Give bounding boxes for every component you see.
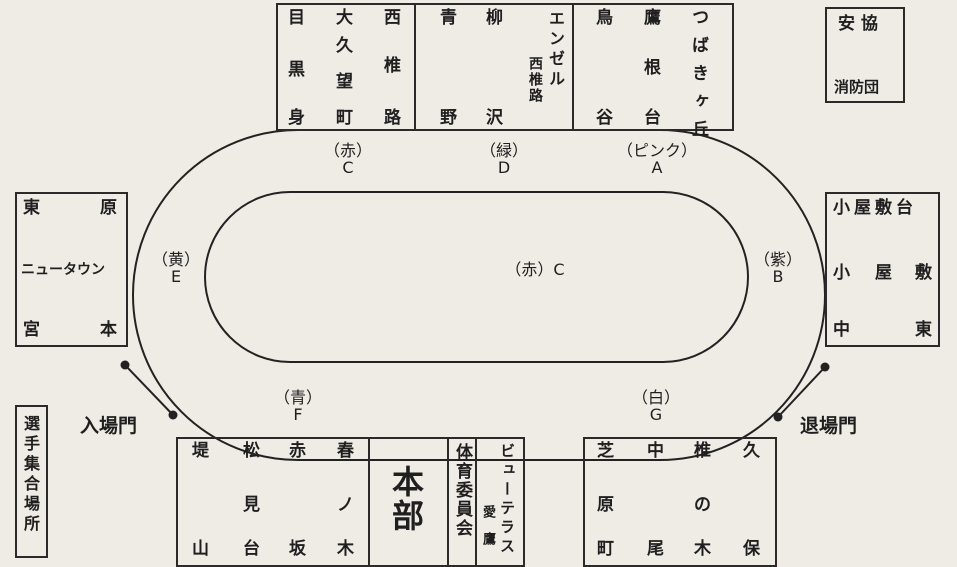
team-char: 身 (288, 108, 305, 128)
lane-label-g-bottom: （白） G (626, 388, 686, 424)
exit-gate-post-top (820, 362, 830, 372)
lane-letter: B (772, 266, 784, 286)
team-char: ノ (337, 495, 354, 515)
athlete-assembly-box (15, 405, 48, 558)
lane-color: （白） (631, 388, 680, 407)
entrance-gate-line (124, 364, 174, 416)
beauty-terrace-label: ビューテラス (498, 443, 516, 557)
team-char: 敷 (915, 263, 932, 283)
top-group-middle (414, 3, 574, 131)
headquarters-label: 本部 (387, 465, 425, 533)
team-char: 鷹 (644, 8, 661, 28)
right-team-block (825, 192, 940, 347)
team-char: 春 (337, 441, 354, 461)
team-char: 中 (833, 320, 850, 340)
safety-fire-box (825, 7, 905, 103)
team-char: 鳥 (596, 8, 613, 28)
lane-color: （黄） (151, 250, 200, 269)
lane-label-d-top: （緑） D (474, 141, 534, 177)
lane-letter: D (497, 157, 511, 177)
team-char: 本 (100, 320, 117, 340)
team-char: 野 (440, 108, 457, 128)
lane-color: （紫） (753, 250, 802, 269)
team-char: 木 (694, 539, 711, 559)
team-char: 柳 (486, 8, 503, 28)
team-char: 尾 (647, 539, 664, 559)
lane-color: （赤） (323, 141, 372, 160)
left-team-block (15, 192, 128, 347)
lane-label-b-right: （紫） B (750, 250, 806, 286)
lane-label-c-top: （赤） C (318, 141, 378, 177)
team-char: 台 (644, 108, 661, 128)
team-char: 青 (440, 8, 457, 28)
team-char: 芝 (597, 441, 614, 461)
team-char: 椎 (384, 56, 401, 76)
exit-gate-post-bottom (773, 412, 783, 422)
team-char: 中 (647, 441, 664, 461)
team-char: 東 (23, 198, 40, 218)
lane-color: （青） (273, 388, 322, 407)
team-char: 木 (337, 539, 354, 559)
team-char: 久 (743, 441, 760, 461)
team-char: の (694, 495, 711, 515)
entrance-gate-post-bottom (168, 410, 178, 420)
team-char: 山 (192, 539, 209, 559)
team-char: 椎 (694, 441, 711, 461)
team-char: 坂 (289, 539, 306, 559)
team-char: 大 (336, 8, 353, 28)
inner-track (204, 191, 749, 363)
entrance-gate-label: 入場門 (80, 415, 138, 437)
lane-label-f-bottom: （青） F (268, 388, 328, 424)
lane-letter: A (651, 157, 663, 177)
team-char: 宮 (23, 320, 40, 340)
team-char: 松 (243, 441, 260, 461)
lane-color: （ピンク） (616, 141, 697, 160)
team-char: 黒 (288, 60, 305, 80)
pe-committee-label: 体育委員会 (452, 443, 472, 538)
lane-color: （緑） (479, 141, 528, 160)
team-char: 西 (384, 8, 401, 28)
lane-letter: C (342, 157, 354, 177)
team-name-tsubakigaoka: つばきヶ丘 (688, 8, 708, 148)
team-char: 久 (336, 36, 353, 56)
team-char: 東 (915, 320, 932, 340)
team-char: 小 (833, 263, 850, 283)
lane-letter: E (170, 266, 182, 286)
team-char: 谷 (596, 108, 613, 128)
athlete-assembly-label: 選手集合場所 (21, 415, 40, 535)
field-center-label: （赤）C (505, 260, 565, 279)
top-team-block (276, 3, 734, 131)
team-name-nishishiiji: 西椎路 (527, 56, 543, 104)
team-char: 沢 (486, 108, 503, 128)
team-char: 路 (384, 108, 401, 128)
exit-gate-label: 退場門 (800, 415, 858, 437)
team-char: 目 (288, 8, 305, 28)
team-char: 赤 (289, 441, 306, 461)
beauty-terrace-sub-label: 愛鷹 (480, 505, 495, 559)
team-char: 町 (336, 108, 353, 128)
team-name-newtown: ニュータウン (21, 262, 105, 278)
team-char: 町 (597, 539, 614, 559)
lane-letter: G (649, 404, 663, 424)
team-char: 原 (100, 198, 117, 218)
team-char: 台 (243, 539, 260, 559)
team-char: 堤 (192, 441, 209, 461)
outer-track (132, 129, 826, 461)
exit-gate-line (777, 366, 826, 418)
team-char: 見 (243, 495, 260, 515)
fire-brigade-label: 消防団 (834, 78, 880, 96)
lane-letter: F (293, 404, 303, 424)
lane-label-a-top: （ピンク） A (612, 141, 702, 177)
team-char: 保 (743, 539, 760, 559)
entrance-gate-post-top (120, 360, 130, 370)
team-char: 原 (597, 495, 614, 515)
team-name-angel: エンゼル (546, 10, 565, 90)
team-char: 屋 (875, 263, 892, 283)
team-char: 根 (644, 58, 661, 78)
safety-association-label: 安 協 (838, 14, 878, 34)
lane-label-e-left: （黄） E (148, 250, 204, 286)
team-char: 望 (336, 72, 353, 92)
team-name-koyashikidai: 小屋敷台 (833, 198, 917, 218)
